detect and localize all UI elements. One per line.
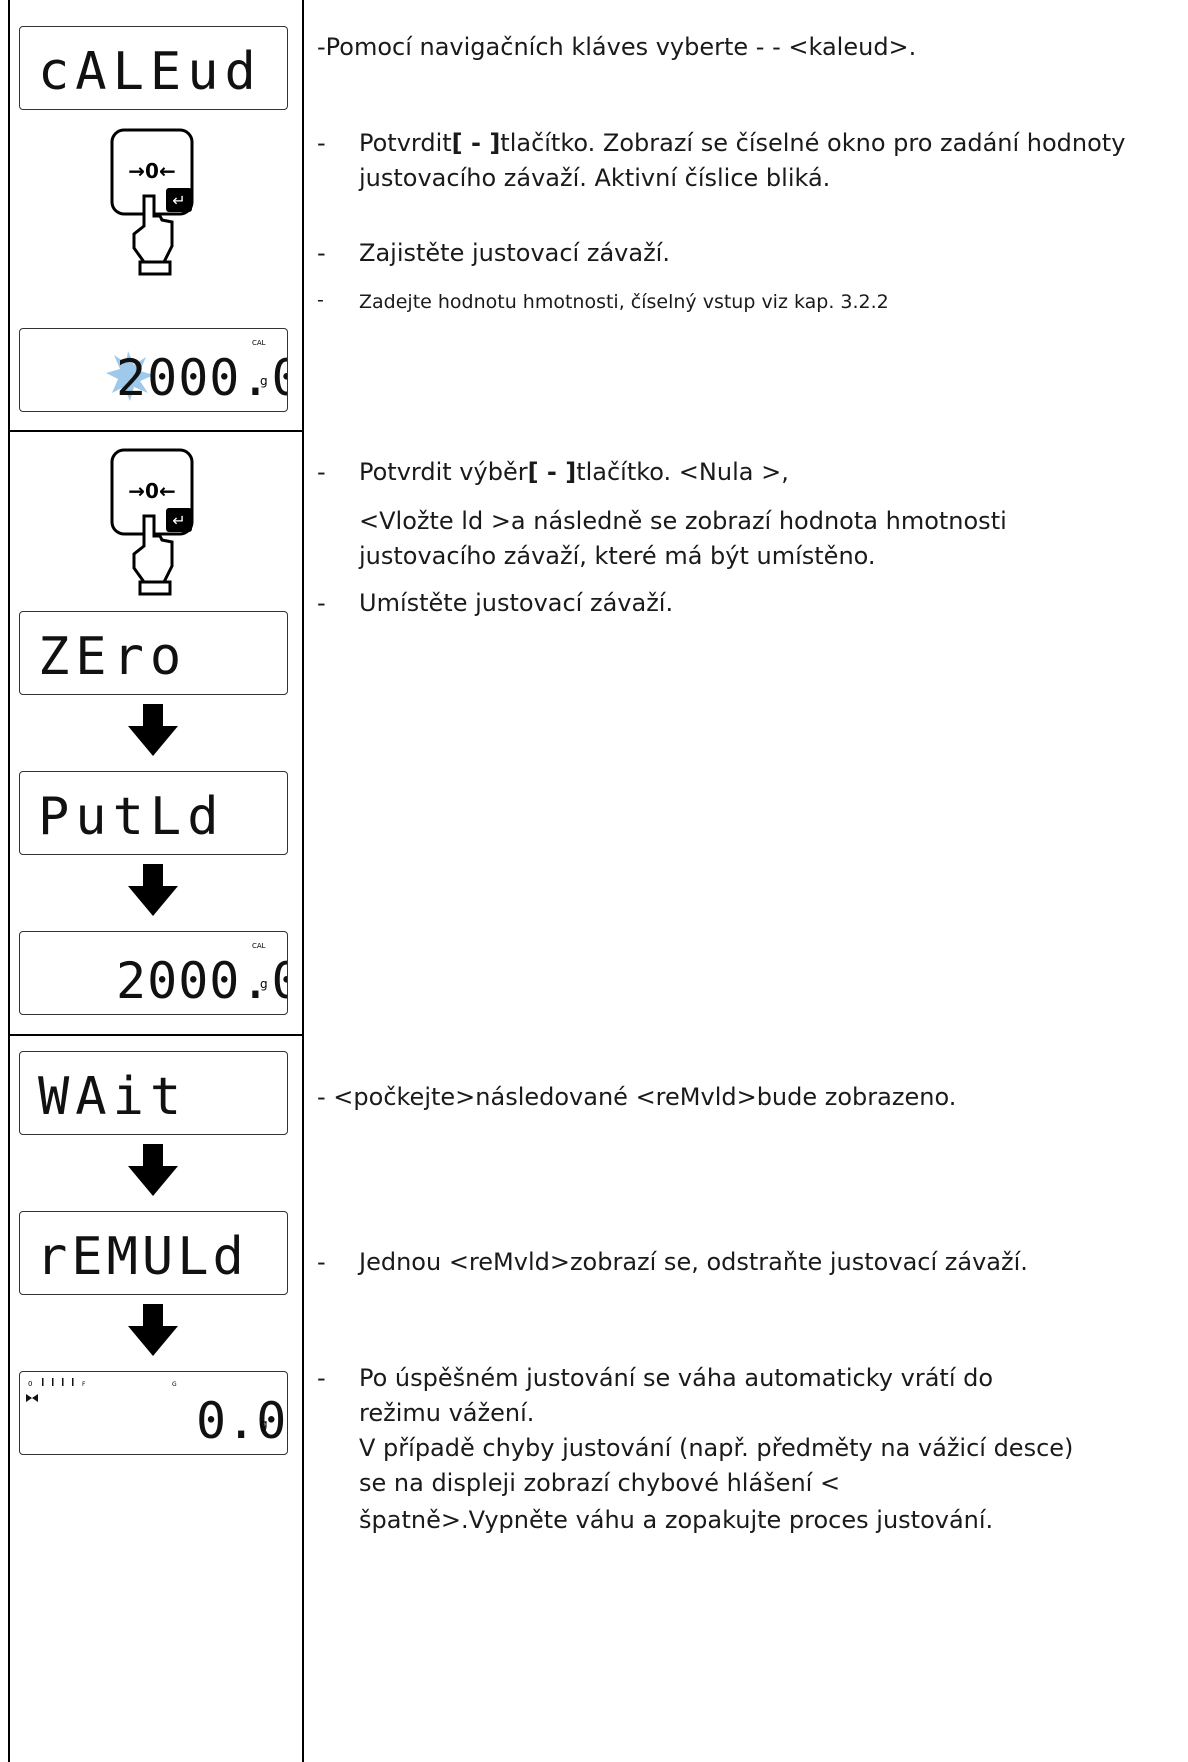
lcd-text: rEMULd bbox=[36, 1227, 248, 1287]
unit-label: g bbox=[260, 1417, 268, 1431]
sec3-bullet2b: V případě chyby justování (např. předmět… bbox=[359, 1434, 1074, 1497]
sec2-bullet2: Umístěte justovací závaží. bbox=[359, 589, 674, 617]
sec3-bullet2a: Po úspěšném justování se váha automatick… bbox=[359, 1364, 994, 1427]
scale-f-label: F bbox=[82, 1381, 86, 1388]
arrow-down-icon bbox=[128, 704, 178, 756]
lcd-display-wait: WAit bbox=[19, 1051, 288, 1135]
lcd-text: WAit bbox=[38, 1067, 187, 1127]
sec2-bullet1: Potvrdit výběr[ - ]tlačítko. <Nula >, bbox=[359, 458, 789, 486]
lcd-display-2000-blinking: 2000.0 CAL g bbox=[19, 328, 288, 412]
tare-key-hand-icon: →0← ↵ bbox=[104, 446, 204, 596]
scale-zero-label: 0 bbox=[28, 1380, 32, 1388]
unit-label: g bbox=[260, 977, 268, 991]
cal-indicator: CAL bbox=[252, 942, 266, 950]
lcd-value: 2000.0 bbox=[116, 952, 288, 1010]
lcd-display-putld: PutLd bbox=[19, 771, 288, 855]
section-divider-2 bbox=[8, 1034, 303, 1036]
lcd-value: 2000.0 bbox=[116, 349, 288, 407]
lcd-value: 0.0 bbox=[196, 1392, 286, 1450]
sec3-line1: - <počkejte>následované <reMvld>bude zob… bbox=[317, 1083, 957, 1111]
bullet: - bbox=[317, 129, 326, 157]
gross-indicator: G bbox=[172, 1381, 177, 1388]
sec3-bullet1: Jednou <reMvld>zobrazí se, odstraňte jus… bbox=[359, 1248, 1028, 1276]
left-border bbox=[8, 0, 10, 1762]
lcd-text: cALEud bbox=[38, 42, 262, 102]
sec1-bullet1: Potvrdit[ - ]tlačítko. Zobrazí se číseln… bbox=[359, 129, 1126, 192]
bullet: - bbox=[317, 589, 326, 617]
bullet: - bbox=[317, 1364, 326, 1392]
svg-text:↵: ↵ bbox=[172, 191, 185, 210]
lcd-display-remvld: rEMULd bbox=[19, 1211, 288, 1295]
svg-text:→0←: →0← bbox=[128, 159, 175, 183]
tare-key-hand-icon: →0← ↵ bbox=[104, 126, 204, 276]
sec1-line1: -Pomocí navigačních kláves vyberte - - <… bbox=[317, 33, 917, 61]
lcd-display-caleud: cALEud bbox=[19, 26, 288, 110]
section-divider-1 bbox=[8, 430, 303, 432]
arrow-down-icon bbox=[128, 1304, 178, 1356]
lcd-display-weighing: 0 F G 0.0 g bbox=[19, 1371, 288, 1455]
svg-text:→0←: →0← bbox=[128, 479, 175, 503]
unit-label: g bbox=[260, 374, 268, 388]
bullet: - bbox=[317, 289, 324, 311]
sec3-bullet2c: špatně>.Vypněte váhu a zopakujte proces … bbox=[359, 1506, 994, 1534]
sec2-para: <Vložte ld >a následně se zobrazí hodnot… bbox=[359, 507, 1007, 570]
lcd-display-2000: 2000.0 CAL g bbox=[19, 931, 288, 1015]
cal-indicator: CAL bbox=[252, 339, 266, 347]
lcd-text: PutLd bbox=[38, 787, 225, 847]
sec1-bullet2: Zajistěte justovací závaží. bbox=[359, 239, 670, 267]
lcd-display-zero: ZEro bbox=[19, 611, 288, 695]
lcd-text: ZEro bbox=[38, 627, 187, 687]
bullet: - bbox=[317, 458, 326, 486]
bullet: - bbox=[317, 1248, 326, 1276]
bullet: - bbox=[317, 239, 326, 267]
svg-text:↵: ↵ bbox=[172, 511, 185, 530]
arrow-down-icon bbox=[128, 864, 178, 916]
sec1-bullet3: Zadejte hodnotu hmotnosti, číselný vstup… bbox=[359, 291, 889, 313]
column-divider bbox=[302, 0, 304, 1762]
arrow-down-icon bbox=[128, 1144, 178, 1196]
